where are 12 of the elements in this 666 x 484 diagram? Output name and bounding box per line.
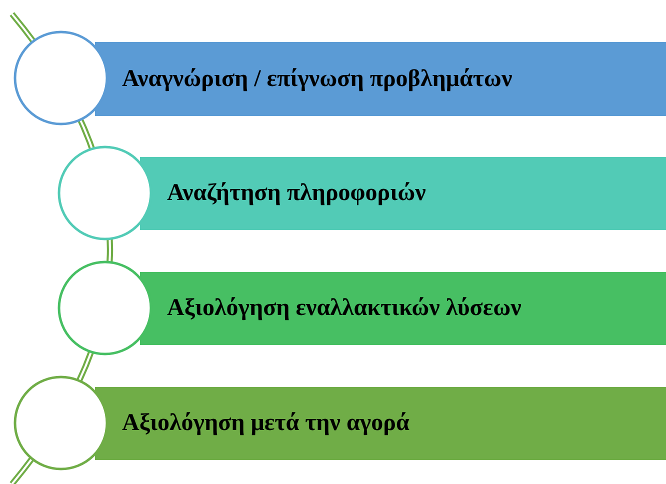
step-bar: [140, 157, 666, 230]
step-bar: [95, 42, 666, 116]
step-bar: [95, 387, 666, 460]
step-label: Αξιολόγηση εναλλακτικών λύσεων: [167, 295, 522, 322]
step-circle: [14, 30, 108, 126]
step-circle: [58, 146, 152, 240]
step-label: Αξιολόγηση μετά την αγορά: [122, 410, 410, 437]
step-circle: [58, 260, 152, 356]
step-label: Αναζήτηση πληροφοριών: [167, 180, 426, 207]
step-label: Αναγνώριση / επίγνωση προβλημάτων: [122, 66, 512, 92]
step-bar: [140, 272, 666, 345]
step-circle: [14, 376, 108, 470]
